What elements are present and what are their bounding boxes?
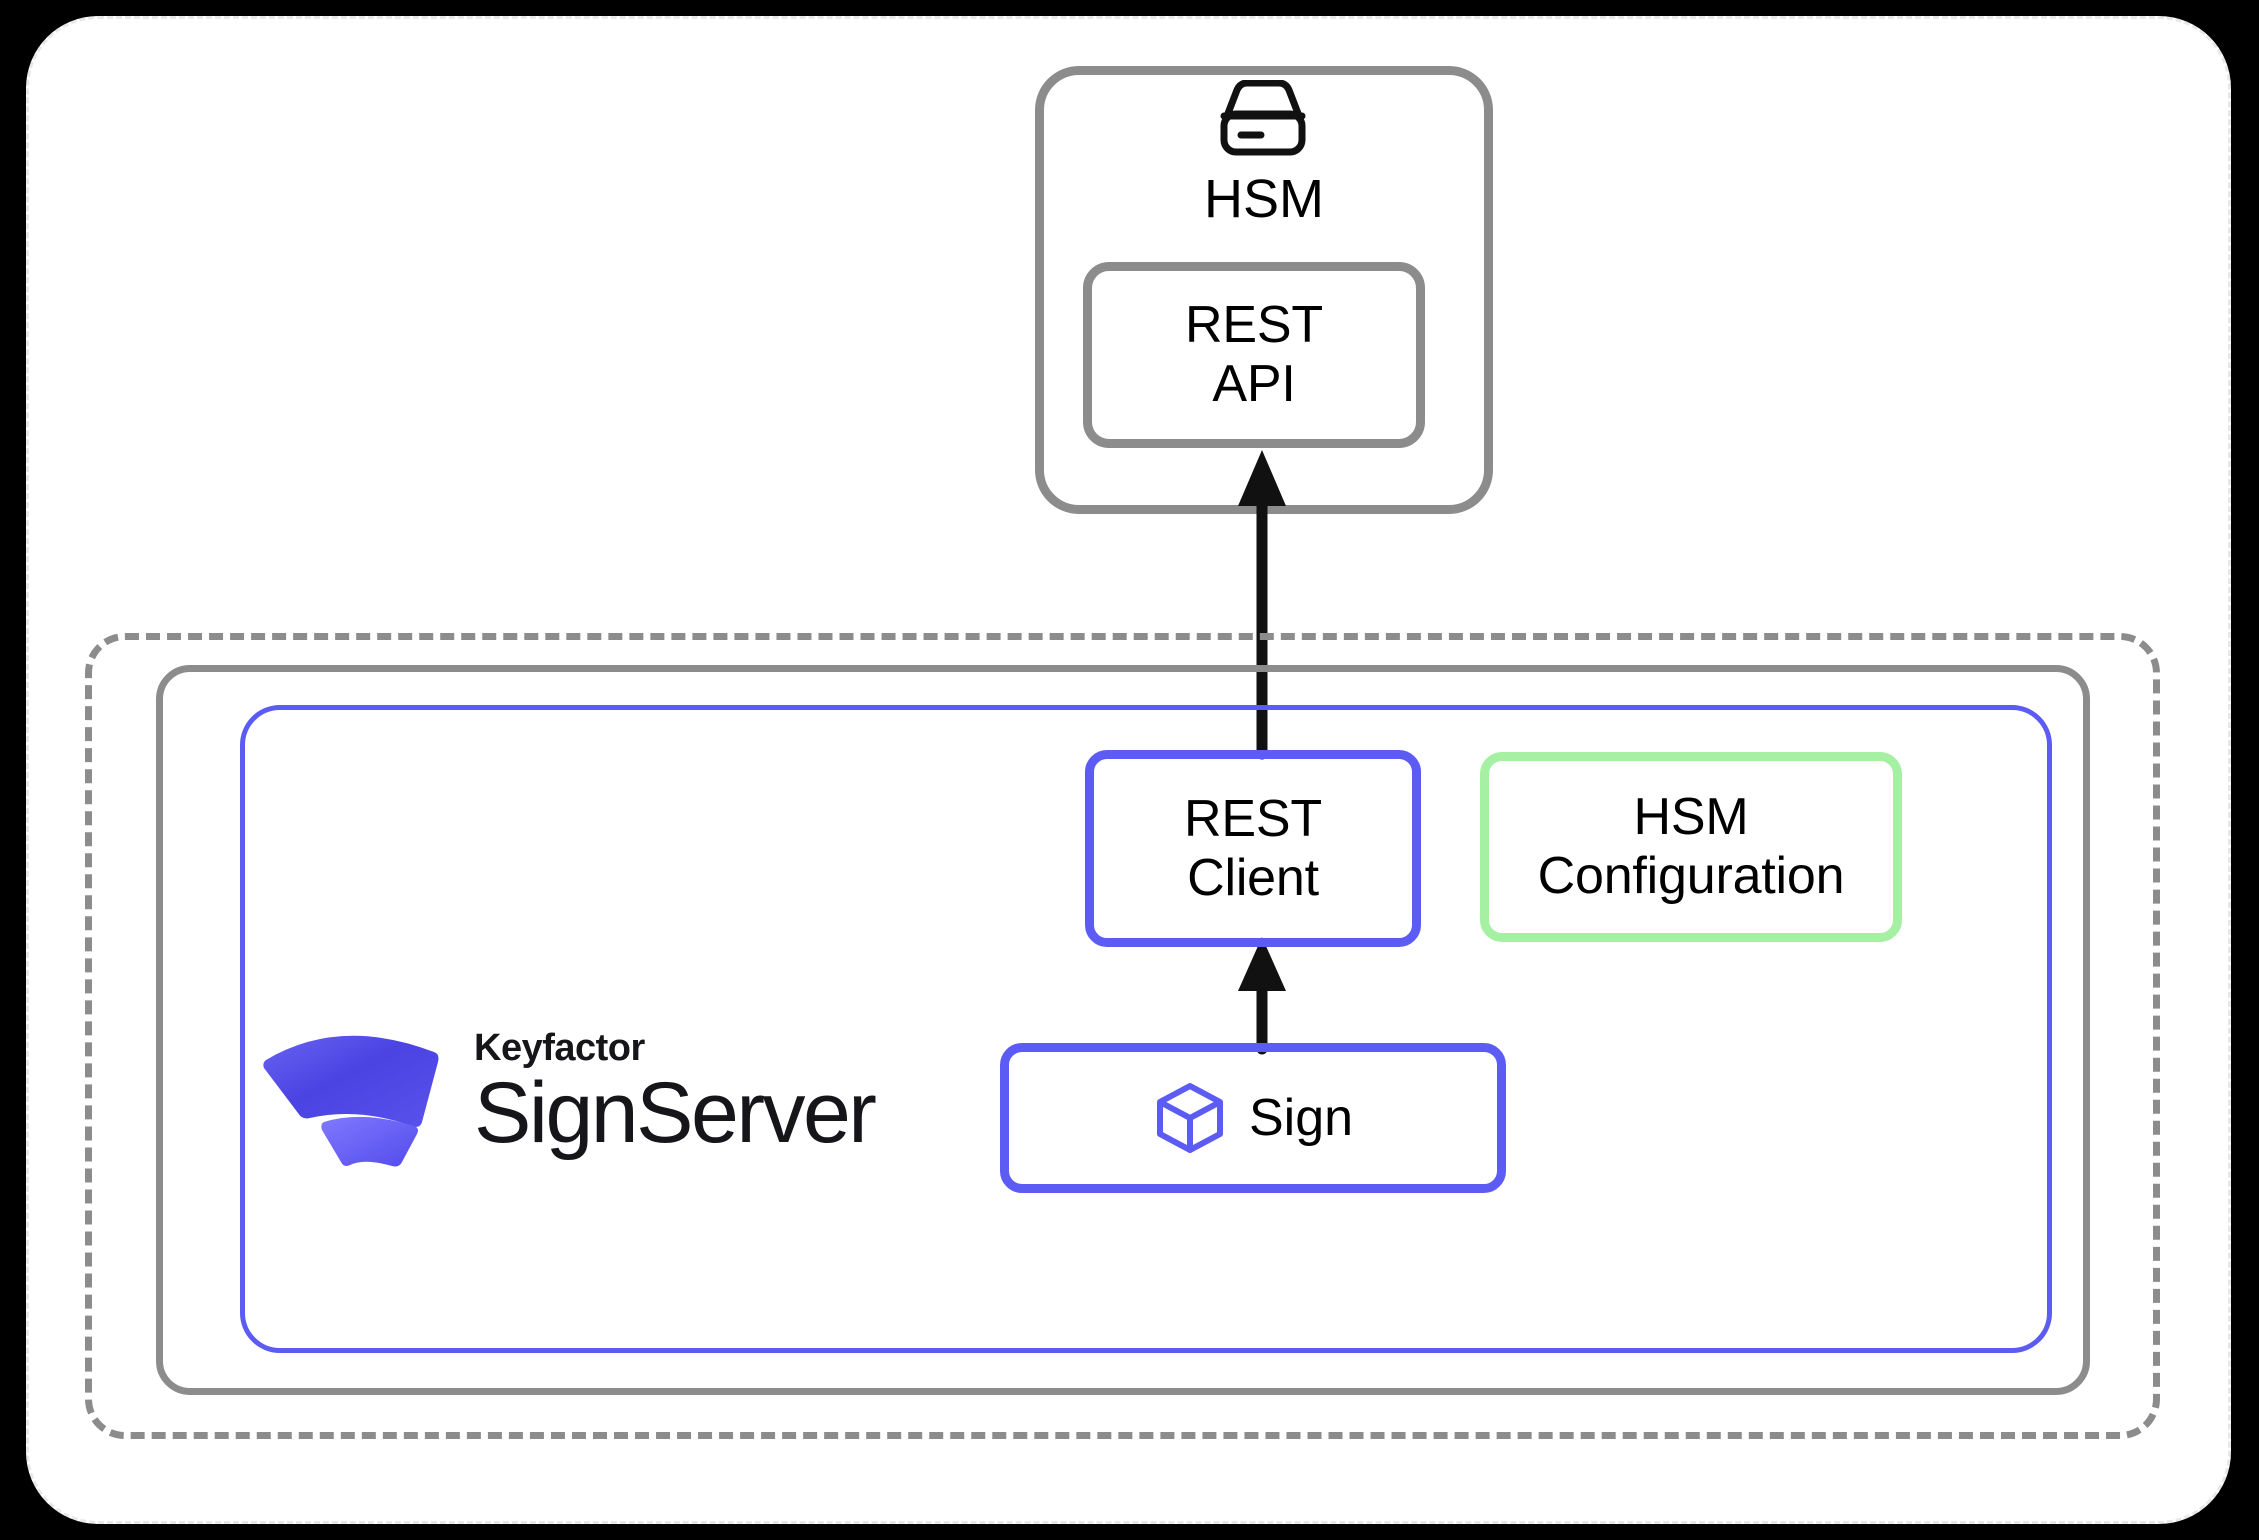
host-container xyxy=(156,665,2090,1395)
sign-box: Sign xyxy=(1000,1043,1506,1193)
rest-client-box: REST Client xyxy=(1085,750,1421,947)
hsm-label: HSM xyxy=(1204,169,1324,229)
keyfactor-fan-mark xyxy=(263,1035,439,1167)
rest-api-label: REST API xyxy=(1185,296,1323,413)
arrow-sign-to-rest-client xyxy=(1238,937,1286,1055)
hsm-configuration-label: HSM Configuration xyxy=(1537,788,1845,905)
keyfactor-signserver-logo: Keyfactor SignServer xyxy=(262,1008,942,1176)
logo-product-text: SignServer xyxy=(474,1064,877,1161)
sign-label: Sign xyxy=(1248,1089,1354,1147)
hsm-configuration-box: HSM Configuration xyxy=(1480,752,1902,942)
server-drive-icon xyxy=(1220,80,1306,156)
rest-api-box: REST API xyxy=(1083,262,1425,448)
deployment-boundary-dashed xyxy=(85,633,2160,1439)
arrow-rest-client-to-rest-api xyxy=(1238,450,1286,760)
logo-wordmark: Keyfactor SignServer xyxy=(474,1026,877,1161)
cube-icon xyxy=(1156,1083,1223,1153)
signserver-container xyxy=(240,705,2052,1353)
rest-client-label: REST Client xyxy=(1184,789,1322,907)
logo-brand-text: Keyfactor xyxy=(474,1026,645,1069)
